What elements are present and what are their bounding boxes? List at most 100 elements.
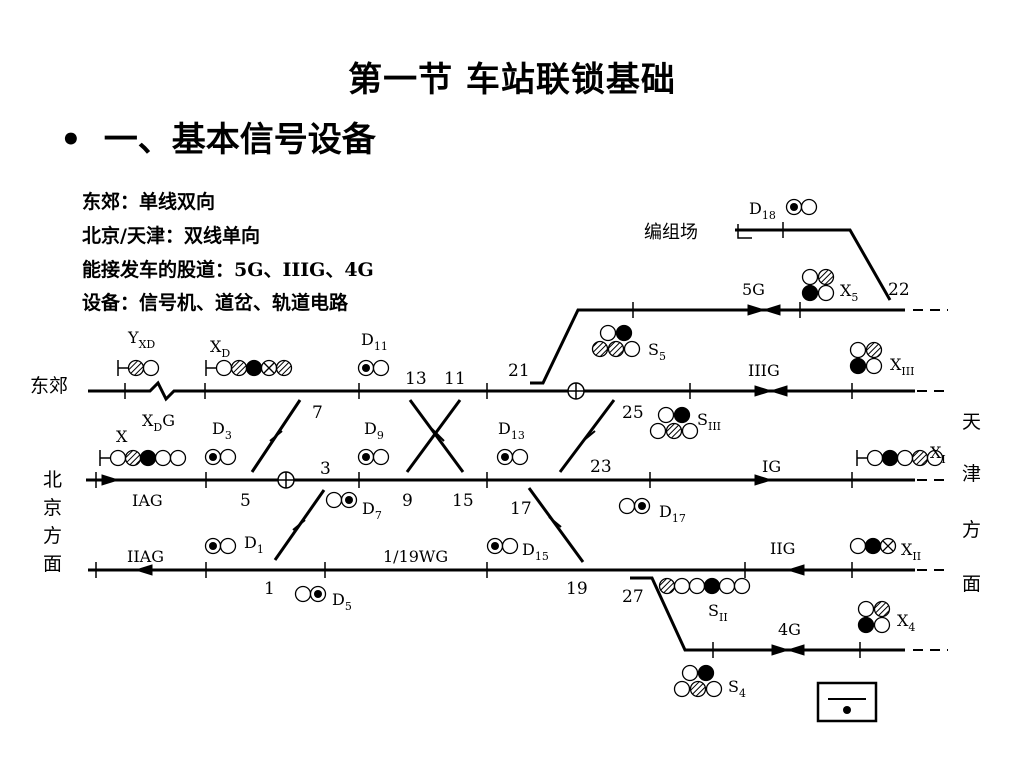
lamp-white xyxy=(372,448,390,466)
lamp-white xyxy=(511,448,529,466)
station-tianjin-char: 面 xyxy=(962,573,981,595)
signal-head xyxy=(591,324,641,358)
signal-head xyxy=(801,268,835,302)
station-yard: 编组场 xyxy=(644,222,698,243)
signal-head xyxy=(649,406,699,440)
track-label-iig: IIG xyxy=(770,539,795,558)
lamp-yellow xyxy=(607,340,625,358)
signal-label-s4: S4 xyxy=(728,677,746,700)
lamp-yellow xyxy=(665,422,683,440)
crossing-marks xyxy=(277,382,585,489)
lamp-white xyxy=(599,324,617,342)
switch-number: 15 xyxy=(452,491,474,511)
signal-label-d3: D3 xyxy=(212,419,232,442)
lamp-white xyxy=(109,449,127,467)
signal-head xyxy=(357,448,390,466)
track-label-5g: 5G xyxy=(742,280,765,299)
lamp-yellow xyxy=(591,340,609,358)
switch-number: 17 xyxy=(510,499,532,519)
lamp-red xyxy=(801,284,819,302)
crossover-ticks xyxy=(269,428,596,531)
switch-number: 27 xyxy=(622,587,644,607)
switch-25-23-diverge xyxy=(558,399,616,473)
switch-number: 23 xyxy=(590,457,612,477)
signal-head xyxy=(673,664,723,698)
signal-label-xiii: XIII xyxy=(890,355,914,378)
arrow-right xyxy=(754,385,773,397)
lamp-white xyxy=(718,577,736,595)
lamp-white xyxy=(849,537,867,555)
lamp-white xyxy=(801,268,819,286)
signal-label-d18: D18 xyxy=(749,199,776,222)
lamp-white xyxy=(873,616,891,634)
switch-13-15-diverge xyxy=(408,399,465,473)
arrow-left xyxy=(786,644,805,656)
signal-label-d7: D7 xyxy=(362,499,382,522)
info-line-receiving-tracks: 能接发车的股道：5G、IIIG、4G xyxy=(82,258,374,281)
switch-number: 21 xyxy=(508,361,530,381)
signal-head xyxy=(856,449,944,467)
switch-number: 13 xyxy=(405,369,427,389)
switch-number: 1 xyxy=(264,579,275,599)
section-heading-text: 一、基本信号设备 xyxy=(103,120,376,160)
signal-label-siii: SIII xyxy=(697,410,721,433)
lamp-white xyxy=(896,449,914,467)
signal-label-xd: YXD xyxy=(127,328,155,351)
yard-bumper xyxy=(737,224,752,239)
lamp-white xyxy=(681,664,699,682)
arrow-right xyxy=(771,644,790,656)
lamp-red xyxy=(849,357,867,375)
signal-label-x: X xyxy=(116,427,128,446)
lamp-white xyxy=(169,449,187,467)
signal-head xyxy=(99,449,187,467)
signal-label-d1: D1 xyxy=(244,533,264,556)
lamp-red xyxy=(139,449,157,467)
lamp-white xyxy=(325,491,343,509)
lamp-white xyxy=(215,359,233,377)
station-beijing: 北 京 方 面 xyxy=(43,469,62,575)
lamp-white xyxy=(857,600,875,618)
signal-label-d17: D17 xyxy=(659,502,686,525)
track-5g-line xyxy=(530,308,905,385)
track-label-iiag: IIAG xyxy=(127,547,164,566)
lamp-white xyxy=(501,537,519,555)
signal-label-x_d: XD xyxy=(210,337,230,360)
track-continuations xyxy=(913,309,948,651)
signal-head xyxy=(294,585,327,603)
section-heading: • 一、基本信号设备 xyxy=(60,112,376,161)
switch-number: 5 xyxy=(240,491,251,511)
arrow-left xyxy=(786,564,805,576)
lamp-yellow xyxy=(275,359,293,377)
signal-label-s5: S5 xyxy=(648,340,666,363)
station-tianjin-char: 天 xyxy=(962,411,981,433)
lamp-white xyxy=(294,585,312,603)
signal-head xyxy=(357,359,390,377)
switch-numbers: 1 3 5 7 9 11 13 15 17 19 21 22 23 25 27 xyxy=(240,280,910,607)
lamp-yellow xyxy=(911,449,929,467)
info-line-equipment: 设备：信号机、道岔、轨道电路 xyxy=(82,291,349,314)
switch-number: 7 xyxy=(312,403,323,423)
page-title: 第一节 车站联锁基础 xyxy=(348,60,676,100)
lamp-white xyxy=(623,340,641,358)
lamp-white xyxy=(372,359,390,377)
station-beijing-char: 京 xyxy=(43,497,62,519)
station-tianjin-char: 方 xyxy=(962,519,981,541)
track-label-4g: 4G xyxy=(778,620,801,639)
track-label-iag: IAG xyxy=(132,491,163,510)
track-labels: 5G IIIG IG IIG 4G IAG IIAG 1/19WG xyxy=(127,280,801,639)
bullet-marker: • xyxy=(60,120,82,160)
track-label-ig: IG xyxy=(762,457,781,476)
signal-head xyxy=(849,341,883,375)
lamp-red xyxy=(673,406,691,424)
lamp-white xyxy=(673,577,691,595)
lamp-yellow xyxy=(865,341,883,359)
insulation-ticks xyxy=(95,222,861,658)
station-tianjin: 天 津 方 面 xyxy=(962,411,981,595)
signal-label-d13: D13 xyxy=(498,419,525,442)
signal-label-xdg: XDG xyxy=(142,411,175,434)
signal-head xyxy=(204,537,237,555)
lamp-white xyxy=(733,577,751,595)
lamp-yellow xyxy=(124,449,142,467)
